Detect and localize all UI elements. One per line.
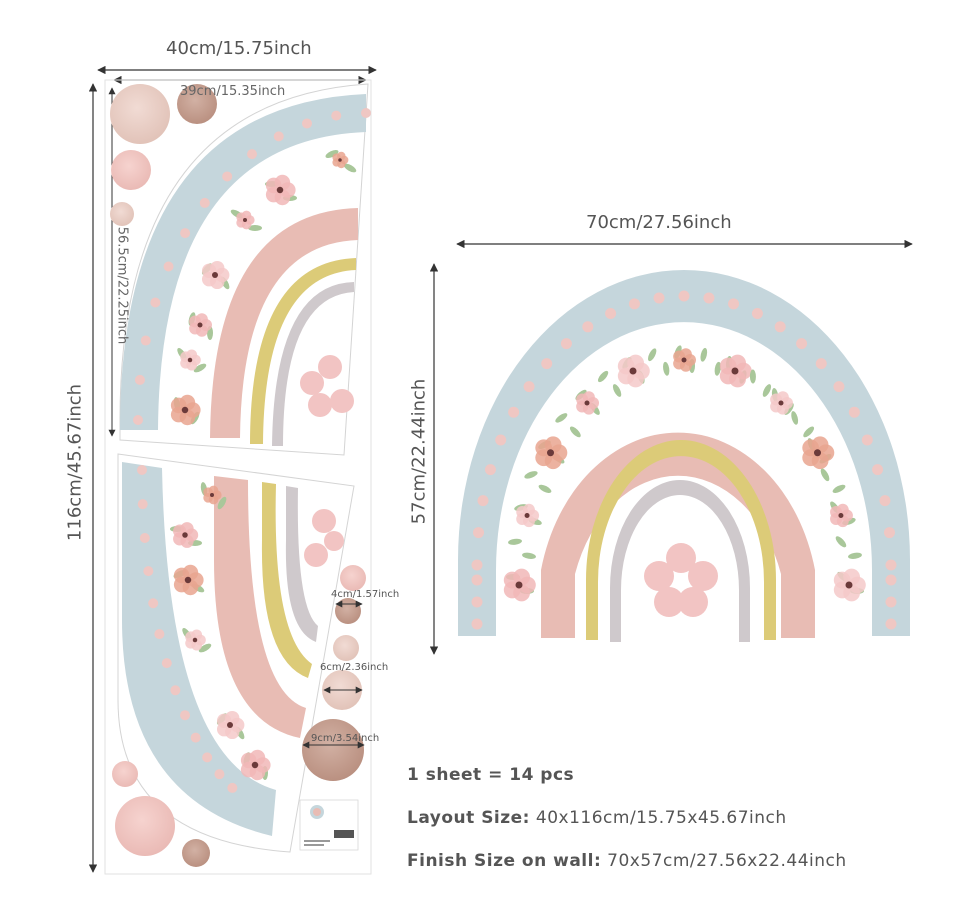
finished-width-label: 70cm/27.56inch: [586, 212, 732, 233]
layout-size-label: Layout Size:: [407, 808, 530, 828]
left-floral-garland: [170, 149, 357, 781]
medium-circle-label: 6cm/2.36inch: [320, 662, 389, 673]
bottom-arc-piece: [117, 453, 355, 853]
finished-band-dots: [471, 290, 897, 630]
small-circle-label: 4cm/1.57inch: [331, 589, 400, 600]
finished-floral-garland: [503, 345, 866, 602]
finish-size-value: 70x57cm/27.56x22.44inch: [607, 851, 847, 871]
layout-size-value: 40x116cm/15.75x45.67inch: [535, 808, 787, 828]
product-label: [299, 799, 359, 851]
finish-size-label: Finish Size on wall:: [407, 851, 602, 871]
sheet-inner-width-label: 39cm/15.35inch: [180, 84, 286, 99]
layout-size: Layout Size: 40x116cm/15.75x45.67inch: [407, 808, 787, 828]
finish-size: Finish Size on wall: 70x57cm/27.56x22.44…: [407, 851, 847, 871]
large-circle-label: 9cm/3.54inch: [311, 733, 380, 744]
sheet-width-label: 40cm/15.75inch: [166, 38, 312, 59]
pieces-count: 1 sheet = 14 pcs: [407, 765, 575, 785]
sheet-circles: [110, 84, 366, 867]
arc-height-label: 56.5cm/22.25inch: [114, 226, 130, 345]
sheet-height-label: 116cm/45.67inch: [64, 383, 86, 542]
finished-rainbow: [458, 270, 910, 642]
left-band-dots: [133, 108, 371, 793]
sheet-outline: [104, 79, 372, 875]
top-arc-piece: [119, 83, 369, 456]
finished-height-label: 57cm/22.44inch: [408, 378, 430, 525]
